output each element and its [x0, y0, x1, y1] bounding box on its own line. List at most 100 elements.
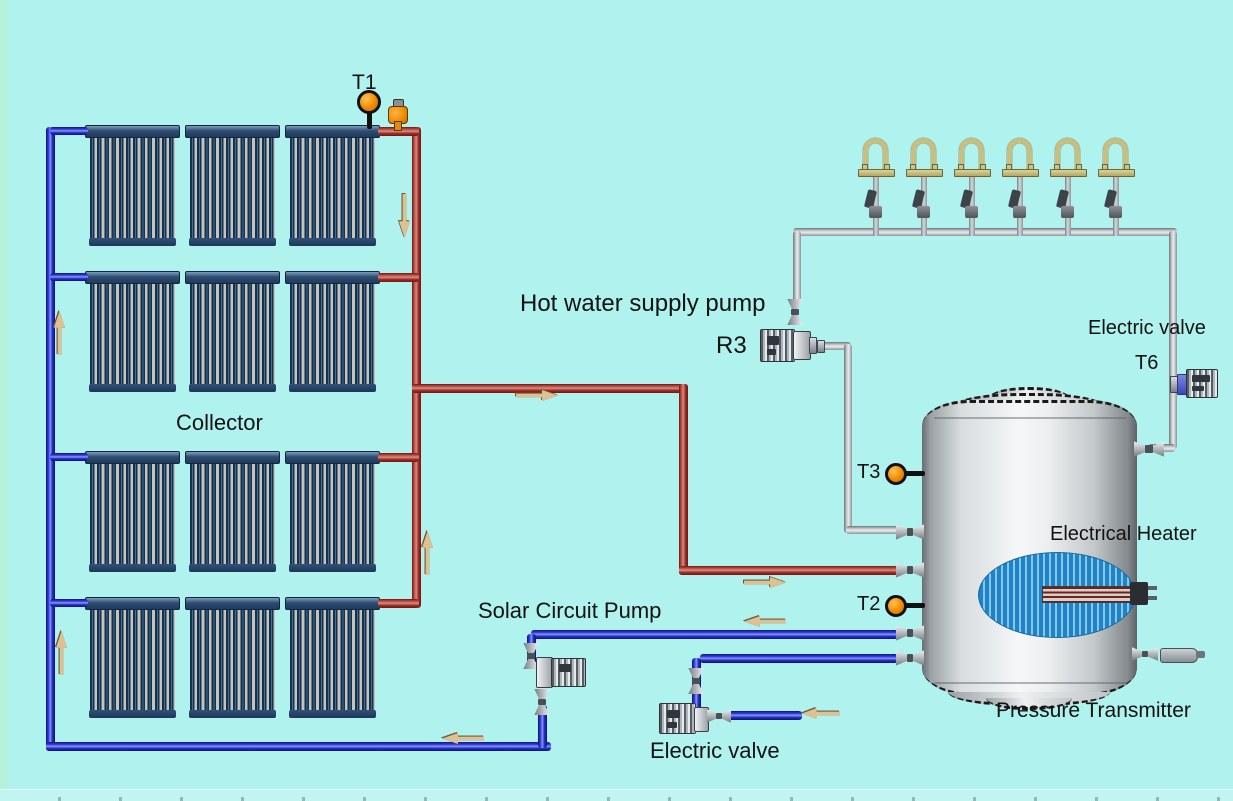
- heater-bolt-1: [1148, 586, 1157, 590]
- collector-panel-tubes: [90, 138, 175, 239]
- pipe-hot-row2-stub: [378, 273, 419, 282]
- safety-valve-base: [394, 121, 402, 131]
- collector-panel-header: [285, 451, 380, 464]
- collector-panel: [185, 597, 280, 718]
- collector-panel-tubes: [290, 464, 375, 565]
- collector-panel-header: [285, 271, 380, 284]
- pipe-cold-ev-branch: [700, 654, 898, 663]
- pipe-cold-tank-return: [531, 630, 898, 639]
- collector-panel-footer: [289, 384, 376, 392]
- faucet-base-plate: [1050, 169, 1087, 177]
- collector-panel: [285, 125, 380, 246]
- supply-pump-outlet-flange-1: [809, 337, 817, 354]
- sensor-t1-stem: [367, 112, 372, 129]
- hot-water-supply-pump-motor[interactable]: [760, 329, 795, 362]
- flow-arrow-left-bottom-main: [442, 733, 484, 744]
- collector-panel-tubes: [190, 464, 275, 565]
- faucet-valve-body: [869, 206, 882, 218]
- pipe-cold-row2-stub: [50, 273, 88, 281]
- pipe-hot-supply-drop: [679, 384, 688, 575]
- faucet-spout-icon: [1055, 138, 1080, 170]
- electric-valve-bottom-motor[interactable]: [659, 703, 696, 734]
- cold-inlet-valve[interactable]: [707, 709, 731, 723]
- collector-panel-header: [85, 597, 180, 610]
- collector-panel: [85, 597, 180, 718]
- tank-valve-hot-inlet[interactable]: [896, 562, 924, 578]
- collector-panel-tubes: [90, 464, 175, 565]
- collector-panel-footer: [89, 238, 176, 246]
- flow-arrow-down-hot-main: [399, 194, 410, 238]
- pipe-cold-bottom-main: [46, 742, 551, 751]
- sensor-t2-stem: [904, 603, 925, 608]
- flow-arrow-up-hot-main: [422, 531, 433, 575]
- collector-panel-tubes: [90, 610, 175, 711]
- tank-valve-cold-1[interactable]: [896, 625, 924, 641]
- label-electric-valve-bottom: Electric valve: [650, 738, 780, 763]
- pipe-supply-right-drop: [1169, 231, 1177, 449]
- sensor-t1[interactable]: [357, 90, 381, 114]
- pressure-transmitter-body[interactable]: [1160, 648, 1198, 663]
- faucet: [1000, 138, 1044, 238]
- solar-pump-outlet-valve[interactable]: [534, 689, 550, 715]
- collector-panel-header: [185, 125, 280, 138]
- collector-panel: [85, 451, 180, 572]
- collector-panel-tubes: [90, 284, 175, 385]
- supply-pump-inlet-valve[interactable]: [787, 299, 803, 325]
- label-electrical-heater: Electrical Heater: [1050, 523, 1197, 545]
- collector-panel-header: [85, 271, 180, 284]
- sensor-t3[interactable]: [885, 463, 907, 485]
- pipe-supply-to-tank: [846, 526, 900, 534]
- tank-seam-bottom: [934, 682, 1126, 684]
- tank-valve-cold-2[interactable]: [896, 650, 924, 666]
- tank-valve-supply-gray[interactable]: [896, 524, 924, 540]
- pipe-hot-main-vertical: [412, 127, 421, 608]
- faucet-spout-icon: [959, 138, 984, 170]
- pipe-hot-supply-bottom: [679, 566, 898, 575]
- pressure-transmitter-tip: [1196, 651, 1205, 658]
- collector-panel-header: [185, 271, 280, 284]
- collector-panel-tubes: [290, 610, 375, 711]
- faucet-spout-icon: [1007, 138, 1032, 170]
- collector-panel-tubes: [290, 138, 375, 239]
- collector-panel-header: [185, 597, 280, 610]
- electrical-heater-element[interactable]: [1042, 586, 1134, 603]
- collector-panel-tubes: [190, 610, 275, 711]
- pipe-supply-pump-out: [818, 342, 851, 350]
- electric-valve-t6-actuator[interactable]: [1186, 369, 1218, 398]
- flow-arrow-up-cold-main-2: [56, 631, 67, 675]
- supply-pump-outlet-flange-2: [817, 340, 825, 353]
- collector-panel-footer: [89, 710, 176, 718]
- pressure-transmitter-valve[interactable]: [1132, 647, 1158, 661]
- storage-tank: [922, 400, 1137, 696]
- label-electric-valve-top: Electric valve: [1088, 317, 1206, 339]
- collector-panel-footer: [289, 238, 376, 246]
- bottom-edge-strip: [0, 789, 1233, 801]
- collector-panel-footer: [289, 564, 376, 572]
- solar-circuit-pump-motor[interactable]: [551, 658, 586, 687]
- sensor-t2[interactable]: [885, 595, 907, 617]
- collector-panel-tubes: [190, 138, 275, 239]
- faucet-valve-body: [1061, 206, 1074, 218]
- collector-panel: [285, 451, 380, 572]
- collector-panel: [185, 271, 280, 392]
- faucet-base-plate: [954, 169, 991, 177]
- collector-panel: [185, 125, 280, 246]
- collector-panel: [85, 271, 180, 392]
- flow-arrow-right-hot-top: [516, 390, 558, 401]
- pipe-hot-row4-stub: [378, 599, 419, 608]
- pipe-hot-row3-stub: [378, 453, 419, 462]
- flow-arrow-up-cold-main-1: [54, 311, 65, 355]
- collector-panel-footer: [89, 384, 176, 392]
- pipe-supply-mid-vertical: [844, 344, 852, 533]
- collector-panel-header: [185, 451, 280, 464]
- collector-panel: [185, 451, 280, 572]
- collector-panel-tubes: [290, 284, 375, 385]
- tank-valve-top-right[interactable]: [1134, 441, 1164, 457]
- label-hot-water-supply-pump: Hot water supply pump: [520, 290, 766, 317]
- pipe-supply-left-drop: [793, 231, 801, 303]
- label-solar-circuit-pump: Solar Circuit Pump: [478, 598, 662, 623]
- collector-panel: [285, 271, 380, 392]
- electric-valve-bottom-top-valve[interactable]: [688, 668, 704, 694]
- pipe-cold-row4-stub: [50, 599, 88, 607]
